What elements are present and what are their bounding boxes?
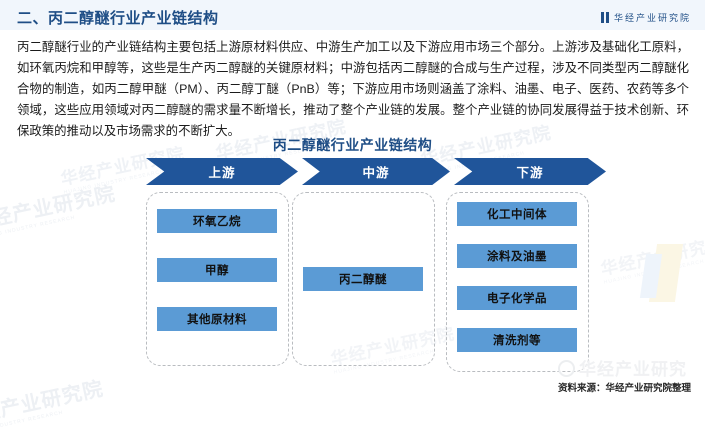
chain-node: 甲醇 xyxy=(157,258,277,282)
bars-logo-icon xyxy=(600,12,610,23)
header-band xyxy=(0,0,705,30)
chain-node: 其他原材料 xyxy=(157,307,277,331)
brand-name: 华经产业研究院 xyxy=(613,13,691,23)
stage-column-midstream: 丙二醇醚 xyxy=(292,192,435,366)
chain-node: 电子化学品 xyxy=(457,286,577,310)
body-paragraph: 丙二醇醚行业的产业链结构主要包括上游原材料供应、中游生产加工以及下游应用市场三个… xyxy=(17,40,689,138)
diagram-title: 丙二醇醚行业产业链结构 xyxy=(272,137,433,153)
stage-column-downstream: 化工中间体 涂料及油墨 电子化学品 清洗剂等 xyxy=(446,192,589,372)
weibo-watermark: 华经产业研究 xyxy=(558,355,687,380)
chain-node: 化工中间体 xyxy=(457,202,577,226)
stage-arrow-midstream: 中游 xyxy=(302,158,450,185)
chain-node: 清洗剂等 xyxy=(457,328,577,352)
chain-node: 丙二醇醚 xyxy=(303,267,423,291)
page-title: 二、丙二醇醚行业产业链结构 xyxy=(17,10,219,27)
weibo-icon xyxy=(558,360,575,377)
brand-logo: 华经产业研究院 xyxy=(600,11,691,24)
stage-arrow-downstream: 下游 xyxy=(454,158,606,185)
chain-node: 环氧乙烷 xyxy=(157,209,277,233)
stage-column-upstream: 环氧乙烷 甲醇 其他原材料 xyxy=(146,192,289,366)
stage-arrow-upstream: 上游 xyxy=(146,158,298,185)
source-note: 资料来源：华经产业研究院整理 xyxy=(557,383,691,394)
chain-node: 涂料及油墨 xyxy=(457,244,577,268)
